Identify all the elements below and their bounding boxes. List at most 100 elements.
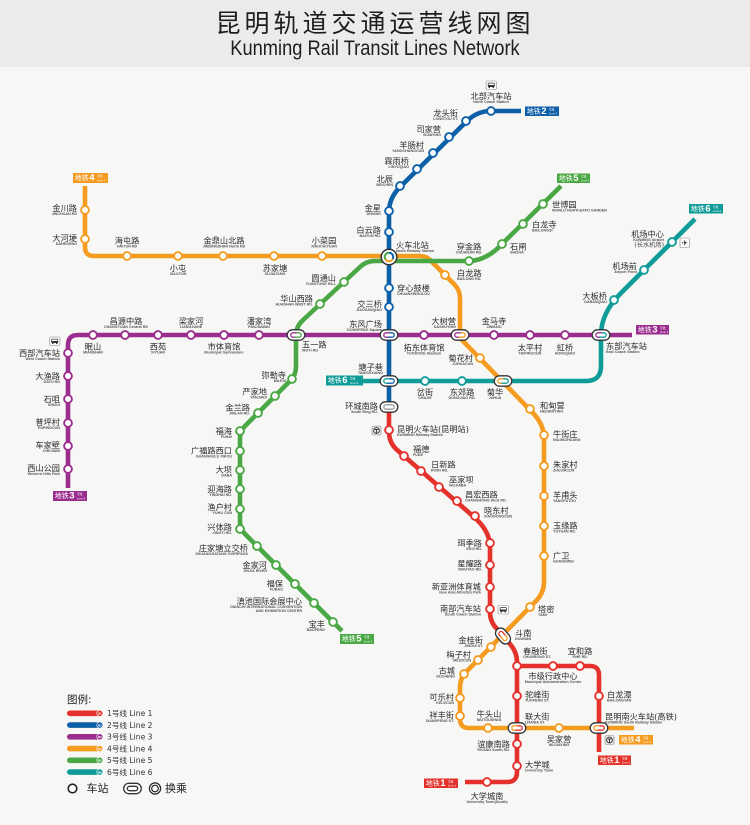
station-name-en: XIAODONGCUN <box>484 514 512 518</box>
station-marker-icon <box>485 582 495 592</box>
station-name-en: CHEJIABI <box>43 449 60 453</box>
station-name-zh: 严家地 <box>242 387 267 397</box>
station-marker-icon <box>419 330 429 340</box>
station <box>539 491 549 501</box>
station-name-en: DIANCHI INTERNATIONAL CONVENTION <box>230 605 302 609</box>
interchange-station <box>450 329 470 341</box>
badge-background <box>557 173 590 183</box>
station-name-zh: 潘家湾 <box>247 316 272 326</box>
station <box>483 723 493 733</box>
station-marker-icon <box>434 482 444 492</box>
station-name-zh: 迎海路 <box>207 484 232 494</box>
station-name-zh: 牛头山 <box>477 709 502 719</box>
station-name-en: CHAJIE <box>418 396 432 400</box>
station-marker-icon <box>444 132 454 142</box>
station-name-en: JINXING <box>366 212 381 216</box>
station-name-zh: 北部汽车站 <box>471 91 512 101</box>
badge-line-number: 4 <box>89 173 95 184</box>
legend-symbol-key: 车站换乘 <box>67 781 187 795</box>
transfer-icon <box>123 782 142 795</box>
station-name-en: JINDINGSHAN North RD <box>203 244 246 248</box>
station-marker-icon <box>459 669 469 679</box>
badge-background <box>525 106 559 116</box>
station-name-zh: 塔密 <box>538 604 554 614</box>
station-name-en: TUOFENG ST. <box>525 698 550 702</box>
station-name-en: South Coach Station <box>445 612 482 616</box>
station-marker-icon <box>287 374 297 384</box>
station-marker-icon <box>457 376 467 386</box>
station-marker-icon <box>63 394 73 404</box>
station-name-zh: 祥丰街 <box>429 710 454 720</box>
badge-label: 地铁 <box>621 735 635 744</box>
station <box>539 461 549 471</box>
station-name-zh: 市体育馆 <box>208 342 241 352</box>
station-marker-icon <box>235 465 245 475</box>
bus-terminal-icon <box>485 80 497 90</box>
station-name-en: JIAOSANQIAO <box>356 308 382 312</box>
station-symbol-label: 车站 <box>87 781 109 795</box>
transfer-icon <box>379 375 399 387</box>
station-marker-icon <box>470 511 480 521</box>
badge-sub-label-en: Line 1 <box>448 784 456 788</box>
station-name-en: YUYUAN RD. <box>553 529 576 533</box>
svg-text:M6: M6 <box>98 770 102 774</box>
station-name-en: HAITUN RD <box>117 244 138 248</box>
station-marker-icon <box>440 270 450 280</box>
station-marker-icon <box>384 227 394 237</box>
station-name-zh: 宝丰 <box>309 619 325 629</box>
station <box>235 524 245 534</box>
station-name-zh: 东郊路 <box>450 387 475 397</box>
transfer-icon <box>450 329 470 341</box>
station-name-en: JUHUA <box>489 396 502 400</box>
badge-background <box>424 778 458 788</box>
station <box>486 106 496 116</box>
station-name-zh: 金兰路 <box>225 403 250 413</box>
transfer-icon <box>507 722 527 734</box>
legend-line-badge-icon <box>96 709 104 717</box>
station-name-zh: 穿心鼓楼 <box>397 283 430 293</box>
station-name-en: SHIZUI <box>48 403 60 407</box>
interchange-station <box>286 329 306 341</box>
station <box>594 691 604 701</box>
station-name-en: BEICHEN <box>376 183 393 187</box>
station-name-en: Western Hills Park <box>28 472 61 476</box>
station <box>512 739 522 749</box>
station-name-zh: 牛街庄 <box>553 429 578 439</box>
station-name-zh: 福保 <box>267 579 284 589</box>
station-name-zh: 白龙潭 <box>607 690 632 700</box>
station-name-en: HUASHAN WEST RD. <box>276 302 314 306</box>
station <box>461 116 471 126</box>
station-marker-icon <box>153 330 163 340</box>
station-marker-icon <box>486 106 496 116</box>
airport-icon: ✈ <box>679 237 690 248</box>
station-marker-icon <box>399 451 409 461</box>
legend-line-swatch <box>67 757 103 764</box>
station-marker-icon <box>525 330 535 340</box>
legend-line-badge-icon <box>96 721 104 729</box>
station-name-zh: 司家营 <box>416 124 441 134</box>
station-name-zh: 金马寺 <box>482 316 507 326</box>
station-name-en: KUNMING South Railway Station <box>605 720 663 724</box>
station-marker-icon <box>120 330 130 340</box>
legend-line-label: 3号线 Line 3 <box>107 732 153 742</box>
badge-line-number: 3 <box>652 324 657 335</box>
station-name-zh: 火车北站 <box>396 240 429 250</box>
station <box>270 391 280 401</box>
station <box>63 348 73 358</box>
